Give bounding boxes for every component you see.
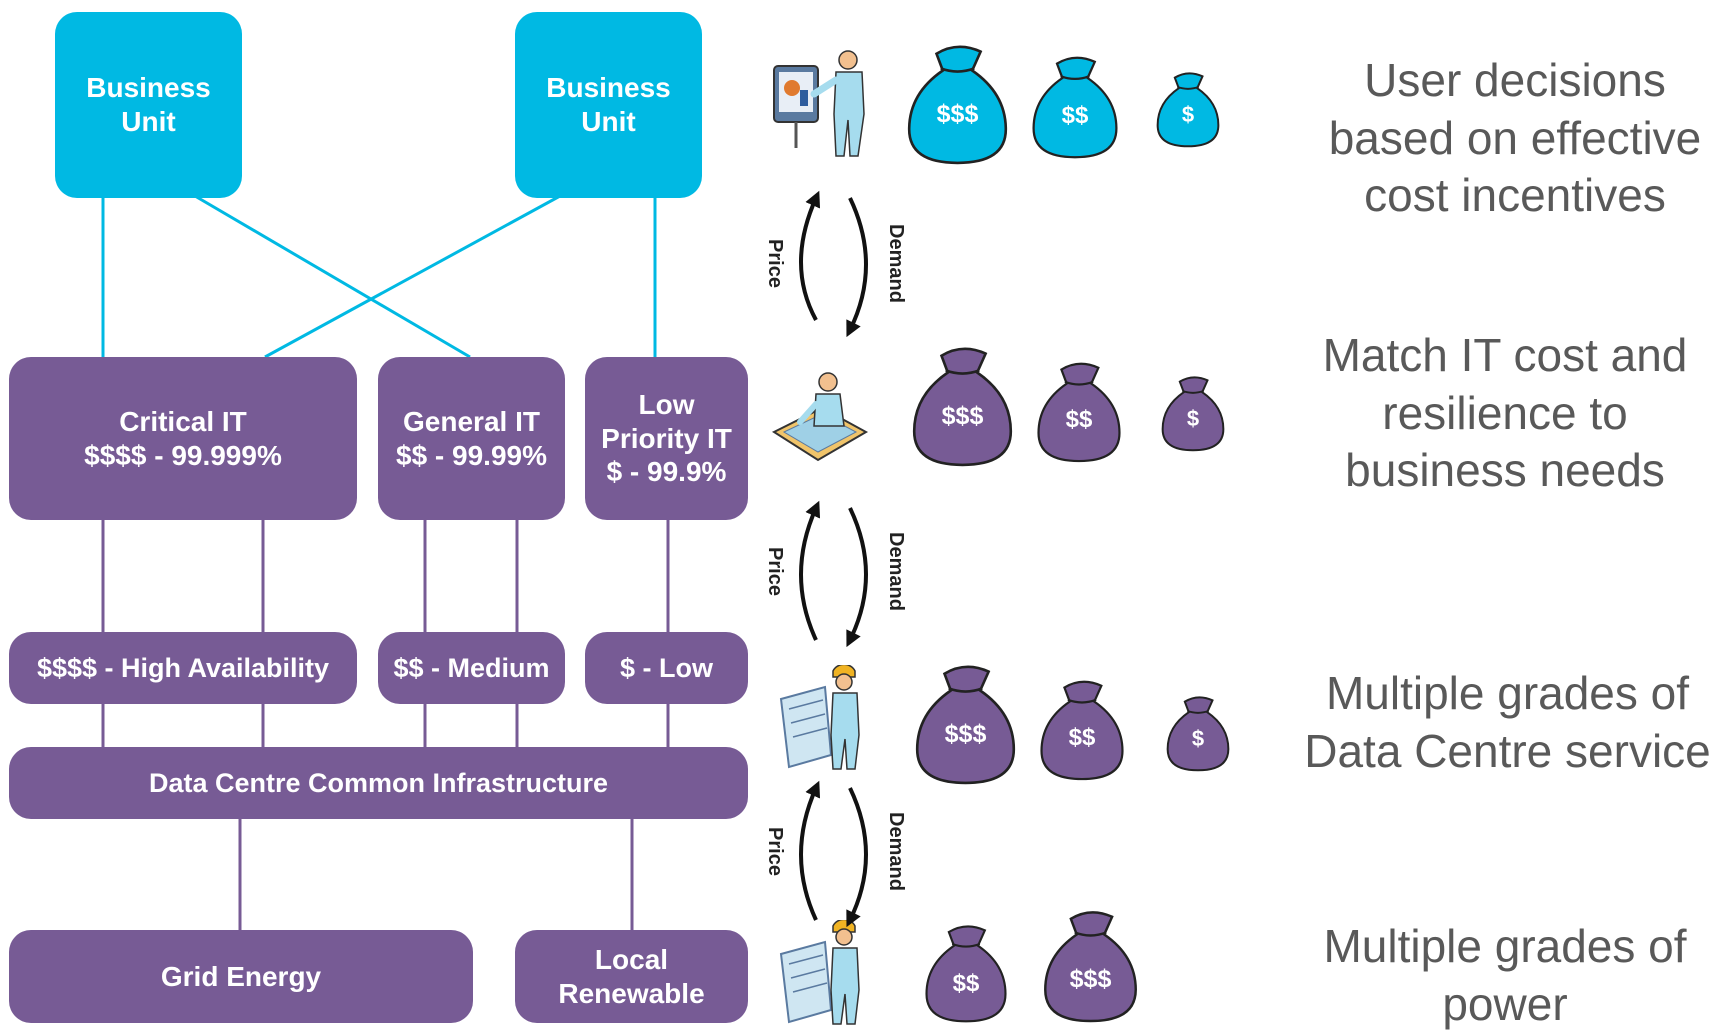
presenter-person-icon: [773, 50, 865, 157]
low-availability-box: $ - Low: [585, 632, 748, 704]
caption-power-grades: Multiple grades of power: [1323, 920, 1687, 1030]
money-bag-icon: $: [1165, 692, 1231, 772]
bag-label: $$$: [944, 720, 987, 748]
bag-label: $$: [1068, 724, 1096, 751]
general-it-box: General IT $$ - 99.99%: [378, 357, 565, 520]
critical-it-box: Critical IT $$$$ - 99.999%: [9, 357, 357, 520]
bag-label: $: [1186, 406, 1200, 431]
infrastructure-box: Data Centre Common Infrastructure: [9, 747, 748, 819]
low-priority-it-box: Low Priority IT $ - 99.9%: [585, 357, 748, 520]
caption-match-it-cost: Match IT cost and resilience to business…: [1322, 329, 1688, 496]
money-bag-icon: $$: [922, 920, 1010, 1023]
local-renewable-box: Local Renewable: [515, 930, 748, 1023]
medium-availability-box: $$ - Medium: [378, 632, 565, 704]
demand-label: Demand: [884, 224, 907, 303]
bag-label: $$$: [1069, 965, 1112, 993]
price-label: Price: [763, 827, 786, 876]
money-bag-icon: $$$: [910, 340, 1015, 468]
caption-data-centre-service: Multiple grades of Data Centre service: [1304, 667, 1711, 777]
bag-label: $: [1191, 726, 1205, 751]
bag-label: $: [1181, 102, 1195, 127]
bag-label: $$: [1061, 102, 1089, 129]
money-bag-icon: $: [1160, 372, 1226, 452]
money-bag-icon: $$: [1030, 50, 1120, 160]
bag-label: $$$: [936, 100, 979, 128]
money-bag-icon: $$: [1038, 674, 1126, 782]
money-bag-icon: $$$: [1038, 905, 1143, 1023]
money-bag-icon: $$$: [905, 38, 1010, 166]
engineer-blueprint-icon-2: [779, 920, 860, 1025]
price-demand-cycle-icon: [799, 190, 868, 338]
price-label: Price: [763, 239, 786, 288]
bag-label: $$: [952, 970, 980, 997]
desk-worker-icon: [771, 372, 869, 462]
high-availability-box: $$$$ - High Availability: [9, 632, 357, 704]
business-unit-box-2: Business Unit: [515, 12, 702, 198]
money-bag-icon: $: [1155, 68, 1221, 148]
caption-user-decisions: User decisions based on effective cost i…: [1328, 54, 1702, 221]
bag-label: $$: [1065, 406, 1093, 433]
grid-energy-box: Grid Energy: [9, 930, 473, 1023]
engineer-blueprint-icon-1: [779, 665, 860, 770]
bag-label: $$$: [941, 402, 984, 430]
price-demand-cycle-icon: [799, 500, 868, 648]
money-bag-icon: $$: [1035, 356, 1123, 464]
business-unit-box-1: Business Unit: [55, 12, 242, 198]
price-demand-cycle-icon: [799, 780, 868, 928]
money-bag-icon: $$$: [913, 658, 1018, 786]
price-label: Price: [763, 547, 786, 596]
demand-label: Demand: [884, 532, 907, 611]
demand-label: Demand: [884, 812, 907, 891]
